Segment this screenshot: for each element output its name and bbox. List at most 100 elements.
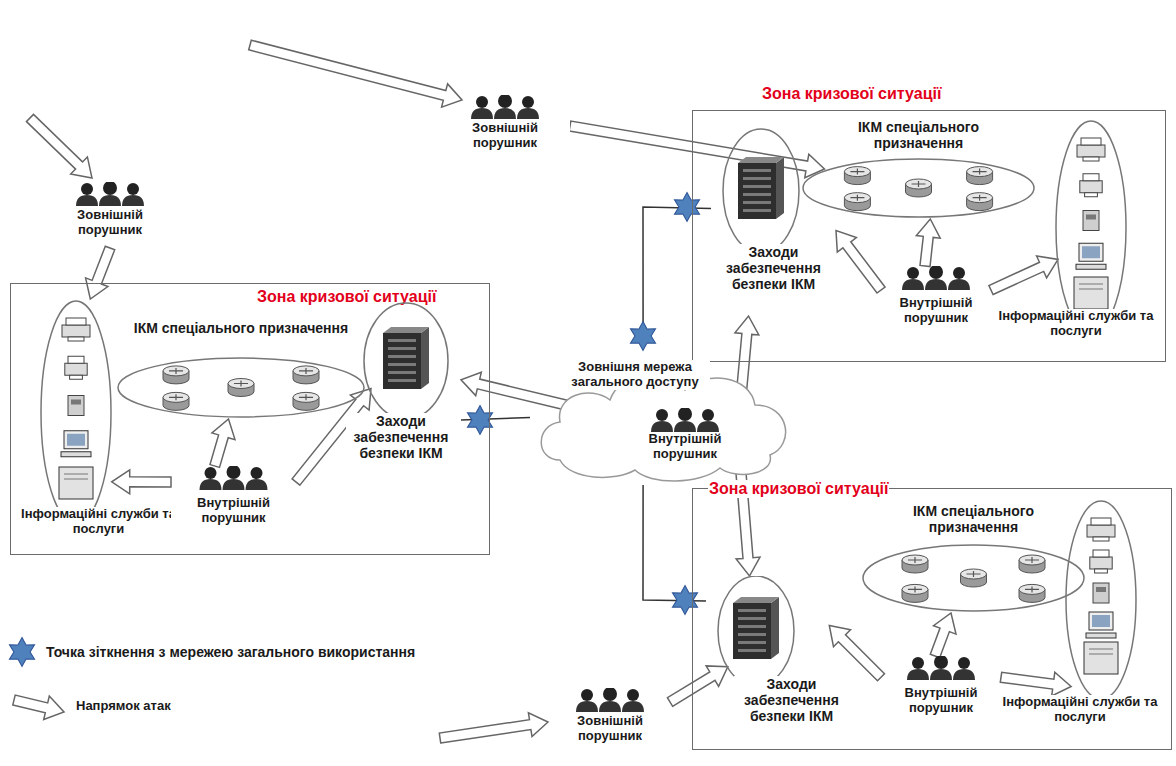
sec-node: Заходи забезпечення безпеки ІКМ bbox=[711, 126, 836, 316]
legend-text-wrap: Напрямок атак bbox=[75, 696, 595, 714]
network-cloud-label-wrap: Зовнішня мережа загального доступу bbox=[560, 360, 710, 390]
attack-arrow-shape bbox=[916, 219, 940, 267]
attack-wedge bbox=[249, 40, 462, 107]
zone-title: Зона кризової ситуації bbox=[761, 85, 942, 103]
network-label-wrap: ІКМ спеціального призначення bbox=[871, 503, 1076, 536]
attack-arrow bbox=[667, 666, 727, 706]
intruder-label: Зовнішній порушник bbox=[50, 208, 170, 238]
attack-arrow-shape bbox=[829, 626, 884, 681]
people-icon bbox=[76, 182, 144, 206]
services-label-wrap: Інформаційні служби та послуги bbox=[19, 507, 179, 537]
people-icon bbox=[200, 466, 268, 490]
device-icon bbox=[1080, 174, 1102, 197]
router-icon bbox=[844, 193, 870, 211]
attack-wedge bbox=[27, 114, 93, 178]
services-ellipse bbox=[1056, 121, 1126, 334]
legend-text: Напрямок атак bbox=[75, 699, 172, 714]
network-label: ІКМ спеціального призначення bbox=[811, 119, 1026, 151]
zone-node: Зона кризової ситуаціїІКМ спеціального п… bbox=[10, 283, 490, 555]
device-icon bbox=[1076, 243, 1106, 269]
attack-arrow-shape bbox=[1000, 672, 1071, 696]
attack-arrow-shape bbox=[210, 419, 235, 467]
legend-text: Точка зіткнення з мережею загального вик… bbox=[45, 644, 416, 660]
services-ellipse bbox=[41, 301, 111, 524]
network-label: ІКМ спеціального призначення bbox=[871, 503, 1076, 535]
attack-arrow-shape bbox=[735, 460, 760, 576]
attack-arrow-shape bbox=[112, 470, 171, 494]
network-cloud-label: Зовнішня мережа загального доступу bbox=[560, 360, 710, 390]
intruder-label: Внутрішній порушник bbox=[630, 432, 740, 462]
zone-title-wrap: Зона кризової ситуації bbox=[708, 480, 938, 498]
contact-star bbox=[672, 586, 697, 615]
cloud-shape bbox=[541, 374, 785, 481]
legend-star bbox=[9, 638, 34, 667]
network-label: ІКМ спеціального призначення bbox=[133, 320, 349, 336]
contact-star bbox=[467, 406, 492, 435]
per-node: Зовнішній порушник bbox=[550, 688, 670, 758]
router-icon bbox=[163, 392, 189, 410]
network-ellipse bbox=[863, 545, 1084, 611]
device-icon bbox=[68, 396, 84, 416]
sec-node: Заходи забезпечення безпеки ІКМ bbox=[706, 576, 851, 741]
network-ellipse bbox=[118, 358, 364, 417]
device-icon bbox=[1077, 138, 1105, 161]
attack-arrow bbox=[86, 246, 115, 299]
security-label-wrap: Заходи забезпечення безпеки ІКМ bbox=[716, 244, 831, 293]
network-label-wrap: ІКМ спеціального призначення bbox=[811, 119, 1026, 152]
intruder-label: Внутрішній порушник bbox=[171, 496, 296, 526]
intruder-label-wrap: Внутрішній порушник bbox=[630, 432, 740, 462]
device-icon bbox=[1083, 211, 1099, 231]
intruder-label-wrap: Внутрішній порушник bbox=[881, 686, 1001, 716]
info-node: Інформаційні служби та послуги bbox=[16, 299, 181, 546]
services-label: Інформаційні служби та послуги bbox=[989, 309, 1164, 339]
attack-arrow bbox=[112, 470, 171, 494]
info-node: Інформаційні служби та послуги bbox=[986, 119, 1166, 353]
router-icon bbox=[967, 193, 993, 211]
per-node: Внутрішній порушник bbox=[171, 466, 296, 546]
firewall-icon bbox=[383, 327, 429, 389]
attack-arrow-shape bbox=[667, 666, 727, 706]
attack-arrow bbox=[210, 419, 235, 467]
attack-arrow-shape bbox=[930, 613, 956, 658]
services-label-wrap: Інформаційні служби та послуги bbox=[994, 695, 1166, 725]
info-node: Інформаційні служби та послуги bbox=[991, 499, 1169, 749]
per-node: Зовнішній порушник bbox=[50, 182, 170, 248]
router-icon bbox=[293, 366, 319, 384]
intruder-label: Зовнішній порушник bbox=[550, 714, 670, 744]
device-icon bbox=[1093, 583, 1109, 603]
device-icon bbox=[1086, 612, 1116, 638]
intruder-label: Внутрішній порушник bbox=[881, 686, 1001, 716]
intruder-label-wrap: Внутрішній порушник bbox=[881, 296, 991, 326]
contact-star bbox=[674, 193, 699, 222]
device-icon bbox=[1084, 642, 1118, 674]
intruder-label-wrap: Внутрішній порушник bbox=[171, 496, 296, 526]
router-icon bbox=[844, 167, 870, 185]
router-icon bbox=[961, 569, 987, 587]
attack-arrow bbox=[989, 256, 1058, 295]
router-icon bbox=[902, 584, 928, 602]
intruder-label: Внутрішній порушник bbox=[881, 296, 991, 326]
router-icon bbox=[293, 392, 319, 410]
people-icon bbox=[651, 408, 719, 432]
attack-wedge bbox=[439, 713, 548, 743]
services-label: Інформаційні служби та послуги bbox=[19, 507, 179, 537]
attack-arrow bbox=[930, 613, 956, 658]
attack-arrow bbox=[829, 626, 884, 681]
attack-arrow bbox=[735, 460, 760, 576]
network-link bbox=[643, 485, 706, 601]
attack-arrow bbox=[1000, 672, 1071, 696]
attack-arrow-shape bbox=[836, 231, 885, 294]
attack-arrow-shape bbox=[569, 121, 824, 178]
cloud-node: Зовнішня мережа загального доступуВнутрі… bbox=[530, 350, 800, 485]
intruder-label-wrap: Зовнішній порушник bbox=[440, 121, 570, 151]
device-icon bbox=[1074, 277, 1108, 309]
router-icon bbox=[967, 167, 993, 185]
security-label: Заходи забезпечення безпеки ІКМ bbox=[346, 413, 456, 461]
services-label-wrap: Інформаційні служби та послуги bbox=[989, 309, 1164, 339]
device-icon bbox=[1090, 550, 1112, 573]
network-label-wrap: ІКМ спеціального призначення bbox=[126, 319, 356, 337]
security-label-wrap: Заходи забезпечення безпеки ІКМ bbox=[346, 413, 456, 462]
zone-title-wrap: Зона кризової ситуації bbox=[256, 288, 486, 306]
ikm-node: ІКМ спеціального призначення bbox=[861, 503, 1086, 613]
